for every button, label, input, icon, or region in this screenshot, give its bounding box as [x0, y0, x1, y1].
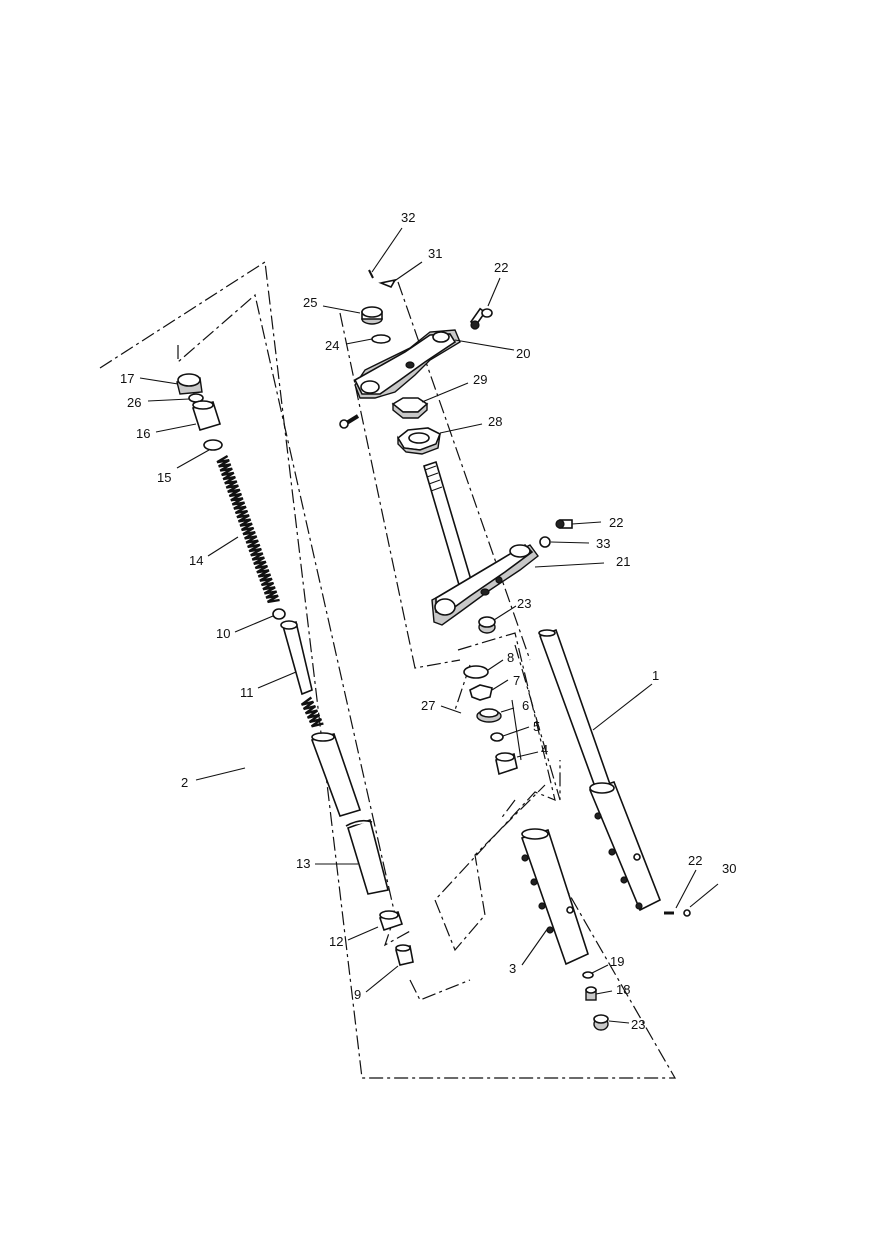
bearing-7 [469, 684, 493, 701]
callout-13: 13 [296, 856, 310, 871]
nut-29 [391, 397, 429, 419]
callout-26: 26 [127, 395, 141, 410]
callout-18: 18 [616, 982, 630, 997]
spring-14 [216, 454, 280, 604]
washer-19 [582, 971, 594, 979]
callout-23: 23 [631, 1017, 645, 1032]
damper-rod-11 [280, 620, 313, 696]
callout-9: 9 [354, 987, 361, 1002]
callout-22: 22 [688, 853, 702, 868]
callout-22: 22 [494, 260, 508, 275]
seal-8 [463, 665, 489, 679]
callout-15: 15 [157, 470, 171, 485]
callout-2: 2 [181, 775, 188, 790]
callout-23: 23 [517, 596, 531, 611]
damper-tube-13 [310, 732, 389, 895]
callout-32: 32 [401, 210, 415, 225]
outline-damper [177, 293, 413, 947]
drain-bolt-18 [585, 986, 597, 1001]
callout-11: 11 [240, 685, 254, 700]
callout-labels: 32 31 22 25 24 20 29 28 17 26 16 15 14 2… [120, 210, 736, 1032]
callout-8: 8 [507, 650, 514, 665]
callout-31: 31 [428, 246, 442, 261]
race-4 [495, 752, 518, 776]
callout-12: 12 [329, 934, 343, 949]
callout-3: 3 [509, 961, 516, 976]
top-yoke-20 [353, 329, 461, 399]
fork-leg-3 [520, 828, 589, 966]
callout-25: 25 [303, 295, 317, 310]
washer-15 [203, 439, 223, 451]
bush-9 [395, 944, 414, 966]
outline-stem-group [339, 281, 531, 669]
fork-leg-1 [538, 628, 662, 912]
screw-32 [368, 269, 374, 279]
callout-22: 22 [609, 515, 623, 530]
washer-33 [539, 536, 551, 548]
parts [176, 269, 691, 1031]
bolt-22-mid [555, 519, 573, 529]
nut-23-upper [478, 616, 496, 634]
callout-30: 30 [722, 861, 736, 876]
bolt-yoke-pinch [339, 414, 360, 429]
spacer-16 [191, 400, 222, 431]
callout-29: 29 [473, 372, 487, 387]
steering-stem-bottom-yoke-21 [423, 460, 539, 626]
callout-4: 4 [541, 742, 548, 757]
nut-23-lower [593, 1014, 609, 1031]
collar-12 [378, 910, 404, 932]
callout-7: 7 [513, 673, 520, 688]
washer-24 [371, 334, 391, 344]
nut-28 [396, 427, 442, 455]
callout-5: 5 [533, 719, 540, 734]
callout-33: 33 [596, 536, 610, 551]
callout-24: 24 [325, 338, 339, 353]
outline-fork-assembly [99, 260, 677, 1079]
callout-16: 16 [136, 426, 150, 441]
nut-25 [361, 306, 383, 325]
ring-10 [272, 608, 286, 620]
rebound-spring [300, 696, 324, 728]
leader-lines [139, 227, 719, 1024]
outline-bearing-kit [434, 632, 556, 952]
bearing-kit-27-parts [463, 665, 518, 776]
callout-14: 14 [189, 553, 203, 568]
clip-31 [378, 278, 397, 289]
callout-28: 28 [488, 414, 502, 429]
race-6 [476, 708, 502, 723]
callout-20: 20 [516, 346, 530, 361]
callout-27: 27 [421, 698, 435, 713]
callout-17: 17 [120, 371, 134, 386]
washer-30 [683, 909, 691, 917]
outline-lower-leg [409, 644, 561, 1001]
cap-17 [176, 373, 203, 395]
callout-1: 1 [652, 668, 659, 683]
callout-21: 21 [616, 554, 630, 569]
callout-19: 19 [610, 954, 624, 969]
bolt-22-top [469, 307, 493, 330]
ring-5 [490, 732, 504, 742]
callout-6: 6 [522, 698, 529, 713]
callout-10: 10 [216, 626, 230, 641]
